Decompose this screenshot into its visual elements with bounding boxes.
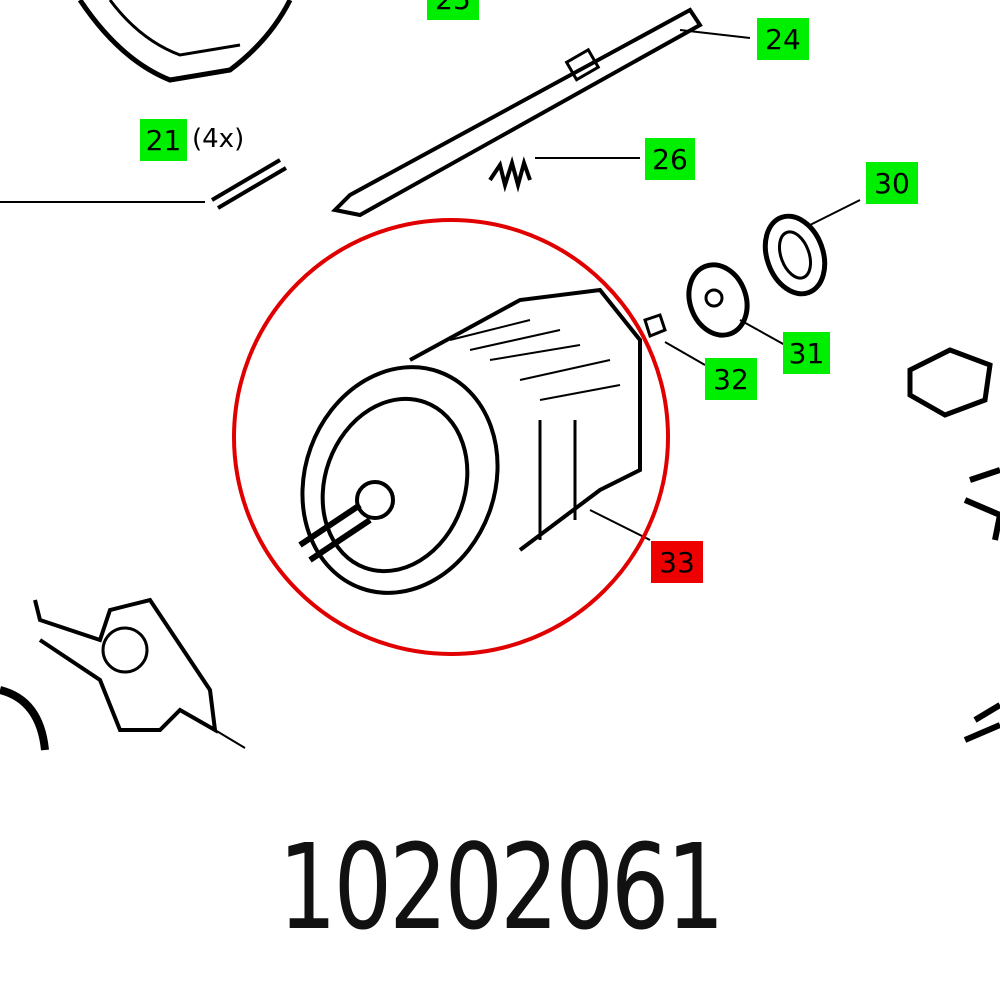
key-32 bbox=[643, 313, 667, 338]
callout-33-selected[interactable]: 33 bbox=[651, 541, 703, 583]
housing-part bbox=[77, 0, 293, 83]
callout-24[interactable]: 24 bbox=[757, 18, 809, 60]
washer-31 bbox=[686, 262, 750, 338]
pin bbox=[210, 158, 288, 210]
partial-part bbox=[0, 686, 49, 751]
callout-21[interactable]: 21 bbox=[140, 119, 187, 161]
armature bbox=[298, 287, 642, 595]
spring bbox=[488, 155, 532, 193]
switch-lever bbox=[330, 7, 703, 218]
callout-21-quantity: (4x) bbox=[192, 124, 245, 154]
callout-31[interactable]: 31 bbox=[783, 332, 830, 374]
callout-25[interactable]: 25 bbox=[427, 0, 479, 20]
partial-part-right bbox=[907, 347, 993, 418]
part-number: 10202061 bbox=[278, 818, 725, 956]
plate-part bbox=[33, 597, 218, 734]
bearing-30 bbox=[762, 213, 828, 297]
callout-26[interactable]: 26 bbox=[645, 138, 695, 180]
exploded-view-drawing bbox=[0, 0, 1000, 751]
callout-32[interactable]: 32 bbox=[705, 358, 757, 400]
selection-circle bbox=[232, 218, 670, 656]
callout-30[interactable]: 30 bbox=[866, 162, 918, 204]
